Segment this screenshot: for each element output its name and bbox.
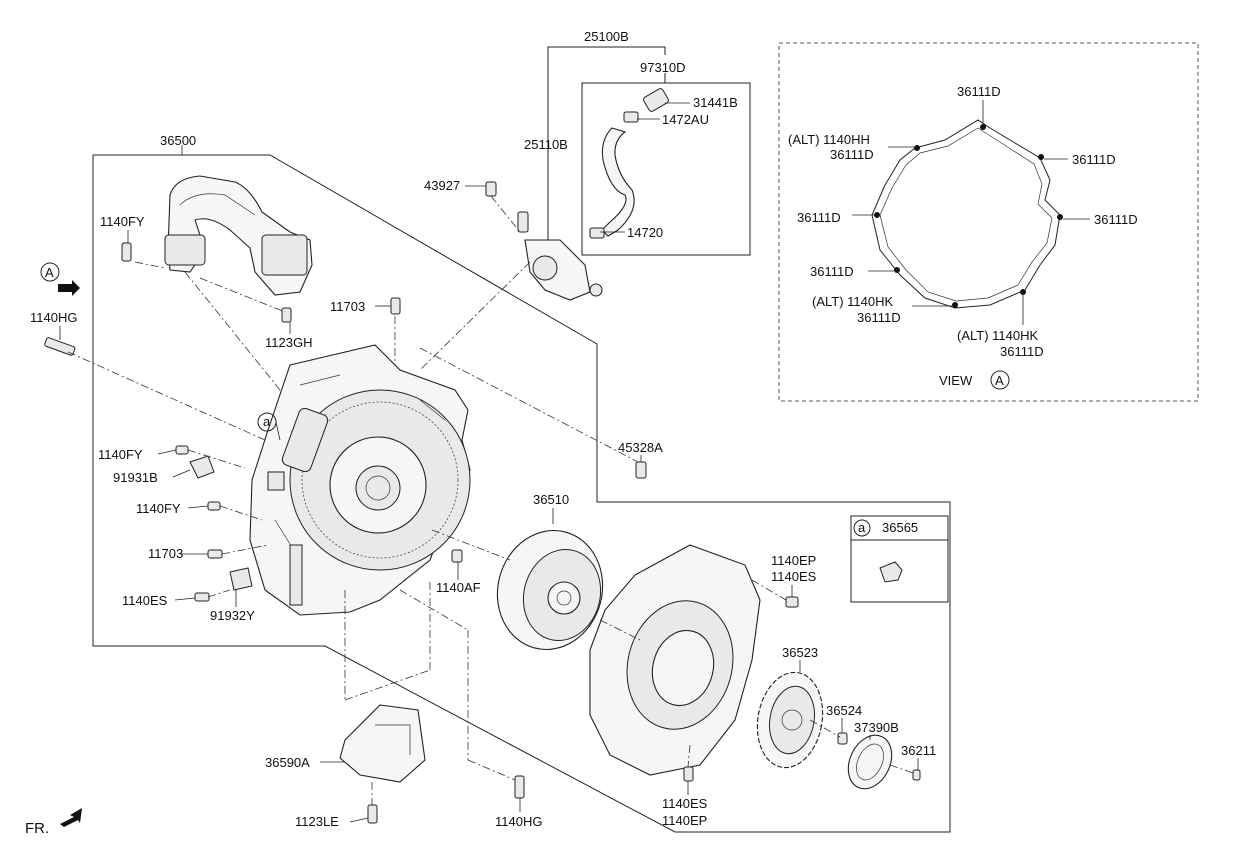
- label-1140HG-bottom: 1140HG: [495, 814, 542, 829]
- coolant-hose-97310D: [589, 88, 669, 239]
- label-36211: 36211: [901, 743, 936, 758]
- bolt-45328A: [635, 461, 647, 479]
- bracket-25100B: [547, 46, 666, 290]
- bolt-1140EP-right: [785, 596, 799, 608]
- label-14720: 14720: [627, 225, 663, 240]
- motor-housing: [249, 344, 471, 616]
- label-1140FY-top: 1140FY: [100, 214, 145, 229]
- view-label-36111D-left3: 36111D: [810, 264, 854, 279]
- gasket-37390B: [847, 734, 893, 790]
- label-25110B: 25110B: [524, 137, 568, 152]
- view-a-arrow-icon: [58, 280, 80, 296]
- view-a-marker-letter: A: [45, 265, 54, 280]
- box-97310D: [581, 82, 751, 256]
- bracket-36590A: [339, 704, 426, 783]
- label-1140ES-left: 1140ES: [122, 593, 168, 608]
- label-1472AU: 1472AU: [662, 112, 709, 127]
- leader-lines: [59, 102, 919, 823]
- label-36523: 36523: [782, 645, 818, 660]
- label-1140FY-low: 1140FY: [136, 501, 181, 516]
- bolt-1140AF: [451, 549, 463, 563]
- label-1140EP-bottom: 1140EP: [662, 813, 707, 828]
- label-1140HG-left: 1140HG: [30, 310, 77, 325]
- bolt-1140HG-bottom: [514, 775, 525, 799]
- label-1123GH: 1123GH: [265, 335, 312, 350]
- view-a-panel: 36111D (ALT) 1140HH 36111D 36111D 36111D…: [778, 42, 1199, 402]
- view-caption-word: VIEW: [939, 373, 973, 388]
- bolt-36524: [837, 732, 848, 745]
- label-1140ES-right: 1140ES: [771, 569, 817, 584]
- callout-a-circle: [257, 412, 277, 432]
- label-1140ES-bottom: 1140ES: [662, 796, 708, 811]
- bolt-1140FY-low: [207, 501, 221, 511]
- clip-36565-icon: [879, 561, 903, 583]
- view-label-alt-1140HH: (ALT) 1140HH: [788, 132, 870, 147]
- cover-plate: [589, 544, 761, 776]
- inset-box-36565: a 36565: [850, 515, 949, 603]
- bolt-1140HG-left: [44, 337, 76, 356]
- label-1140EP-right: 1140EP: [771, 553, 816, 568]
- label-36500: 36500: [160, 133, 196, 148]
- sensor-25110B: [517, 211, 603, 301]
- view-label-alt-1140HK-1: (ALT) 1140HK: [812, 294, 893, 309]
- bolts: [44, 242, 799, 824]
- callout-a-letter: a: [263, 414, 271, 429]
- bolt-43927: [485, 181, 497, 197]
- view-caption-letter: A: [995, 373, 1004, 388]
- label-36524: 36524: [826, 703, 862, 718]
- label-1140AF: 1140AF: [436, 580, 481, 595]
- label-11703-low: 11703: [148, 546, 183, 561]
- label-25100B: 25100B: [584, 29, 629, 44]
- view-label-top: 36111D: [957, 84, 1001, 99]
- hose-assembly: [164, 175, 313, 296]
- label-31441B: 31441B: [693, 95, 738, 110]
- front-direction-label: FR.: [25, 820, 49, 837]
- label-1123LE: 1123LE: [295, 814, 339, 829]
- rotor-36510: [496, 529, 604, 651]
- label-37390B: 37390B: [854, 720, 899, 735]
- bracket-91932Y: [229, 567, 253, 591]
- bolt-11703-low: [207, 549, 223, 559]
- group-boundary-36500: [92, 154, 951, 833]
- view-label-36111D-bottom: 36111D: [1000, 344, 1044, 359]
- front-arrow-icon: [60, 808, 82, 827]
- view-label-36111D-1: 36111D: [830, 147, 874, 162]
- bolt-1123GH: [281, 307, 292, 323]
- label-91931B: 91931B: [113, 470, 158, 485]
- label-91932Y: 91932Y: [210, 608, 255, 623]
- alignment-lines: [67, 261, 914, 805]
- inset-part-number: 36565: [882, 520, 918, 535]
- bolt-1140ES-bottom: [683, 766, 694, 782]
- bolt-11703-top: [390, 297, 401, 315]
- bolt-1140FY-top: [121, 242, 132, 262]
- view-label-36111D-right1: 36111D: [1072, 152, 1116, 167]
- bolt-1123LE: [367, 804, 378, 824]
- view-caption-circle: [990, 370, 1010, 390]
- label-36590A: 36590A: [265, 755, 310, 770]
- label-45328A: 45328A: [618, 440, 663, 455]
- gasket-outline: [871, 119, 1061, 309]
- bolt-1140FY-mid: [175, 445, 189, 455]
- label-36510: 36510: [533, 492, 569, 507]
- label-1140FY-mid: 1140FY: [98, 447, 143, 462]
- part-labels: 25100B 97310D 31441B 1472AU 25110B 14720…: [30, 29, 936, 829]
- view-label-36111D-left4: 36111D: [857, 310, 901, 325]
- bolt-36211: [912, 769, 921, 781]
- label-97310D: 97310D: [640, 60, 686, 75]
- label-43927: 43927: [424, 178, 460, 193]
- bolt-1140ES-left: [194, 592, 210, 602]
- view-label-alt-1140HK-2: (ALT) 1140HK: [957, 328, 1038, 343]
- view-label-36111D-right2: 36111D: [1094, 212, 1138, 227]
- label-11703-top: 11703: [330, 299, 365, 314]
- bracket-91931B: [189, 455, 215, 479]
- inset-circle-letter: a: [858, 520, 866, 535]
- view-a-marker-circle: [40, 262, 60, 282]
- view-label-36111D-left2: 36111D: [797, 210, 841, 225]
- gear-36523: [756, 671, 824, 769]
